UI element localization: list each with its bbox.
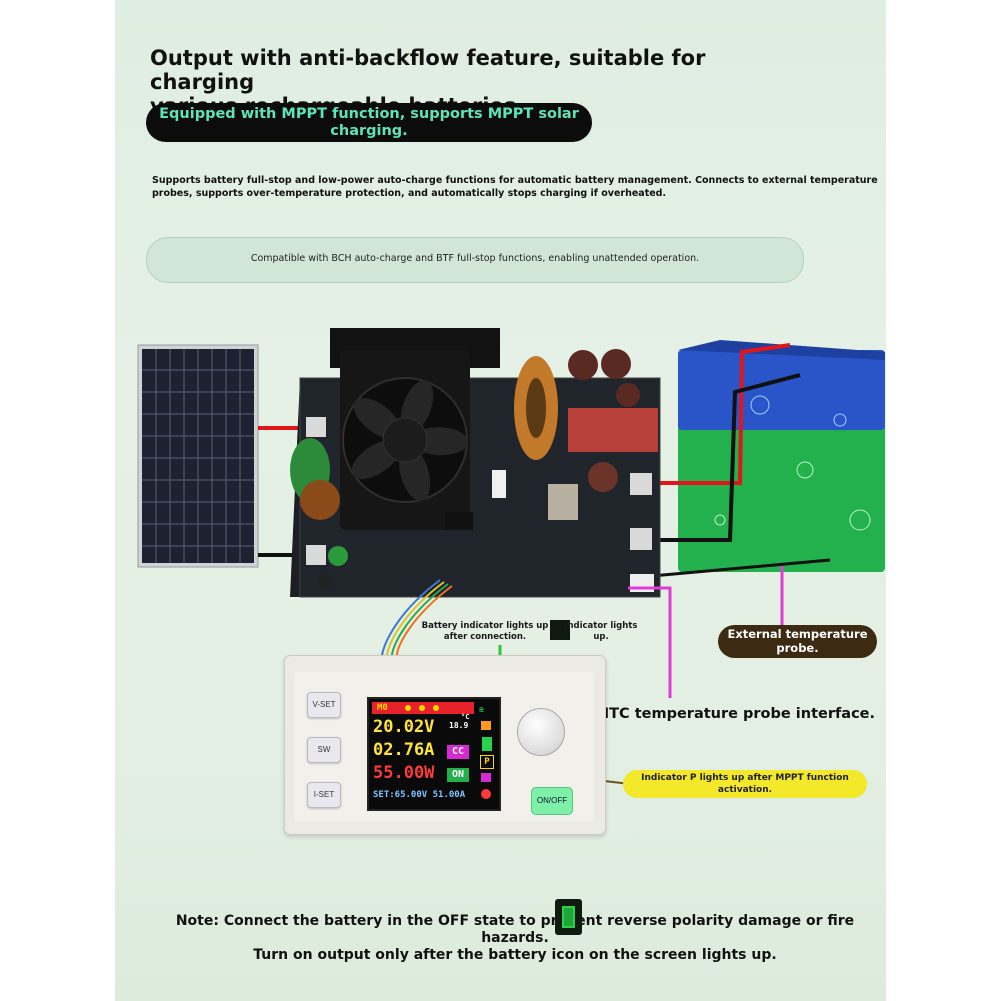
mppt-pill-line-1: Equipped with MPPT function, supports MP… [159,106,579,122]
note-line-1: Note: Connect the battery in the OFF sta… [175,913,855,946]
screen-on-badge: ON [447,768,469,782]
external-temp-label: External temperature probe. [718,625,877,658]
indicator-lights-line-2: up. [593,632,609,642]
lcd-screen: M0 20.02V 02.76A 55.00W 18.9 °C CC ON SE… [367,697,501,811]
ntc-label: NTC temperature probe interface. [597,706,876,722]
rotary-knob[interactable] [517,708,565,756]
headline-line-1: Output with anti-backflow feature, suita… [150,46,706,94]
battery-icon [482,737,492,751]
screen-dot-icon [433,705,439,711]
external-temp-line-2: probe. [776,641,819,655]
speaker-icon [481,721,491,730]
indicator-p-label: Indicator P lights up after MPPT functio… [623,770,867,798]
sun-icon [481,789,491,799]
battery-indicator-icon [550,620,570,640]
external-temp-line-1: External temperature [727,627,868,641]
battery-icon [562,906,575,928]
screen-dot-icon [419,705,425,711]
battery-icon-thumbnail [555,899,582,935]
indicator-lights-line-1: indicator lights [564,621,638,631]
solar-panel-image [137,344,259,568]
screen-mode: M0 [377,703,388,713]
screen-power: 55.00W [373,763,435,783]
battery-indicator-callout: Battery indicator lights up after connec… [420,621,550,643]
note-line-2: Turn on output only after the battery ic… [253,947,777,963]
converter-board-image [290,328,661,598]
compat-banner: Compatible with BCH auto-charge and BTF … [146,237,804,283]
p-icon: P [480,755,494,769]
wifi-icon: ≋ [479,705,484,714]
mppt-pill: Equipped with MPPT function, supports MP… [146,103,592,142]
indicator-p-line-2: activation. [717,785,773,795]
sw-button[interactable]: SW [307,737,341,763]
mppt-pill-line-2: charging. [330,123,408,139]
battery-indicator-line-1: Battery indicator lights up [421,621,549,631]
compat-text: Compatible with BCH auto-charge and BTF … [250,253,700,264]
battery-image [678,340,885,572]
i-set-button[interactable]: I-SET [307,782,341,808]
screen-dot-icon [405,705,411,711]
safety-note: Note: Connect the battery in the OFF sta… [150,913,880,964]
screen-cc-badge: CC [447,745,469,759]
screen-set-line: SET:65.00V 51.00A [373,790,466,800]
v-set-button[interactable]: V-SET [307,692,341,718]
support-line-2: probes, supports over-temperature protec… [152,188,667,199]
battery-indicator-line-2: after connection. [443,632,527,642]
screen-temp-unit: °C [461,713,470,721]
screen-current: 02.76A [373,740,435,760]
support-line-1: Supports battery full-stop and low-power… [152,175,878,186]
screen-temp: 18.9 [449,721,469,730]
onoff-button[interactable]: ON/OFF [531,787,573,815]
indicator-p-line-1: Indicator P lights up after MPPT functio… [641,773,849,783]
support-text: Supports battery full-stop and low-power… [152,174,880,200]
lock-icon [481,773,491,782]
indicator-lights-callout: indicator lights up. [556,621,646,643]
screen-voltage: 20.02V [373,717,435,737]
